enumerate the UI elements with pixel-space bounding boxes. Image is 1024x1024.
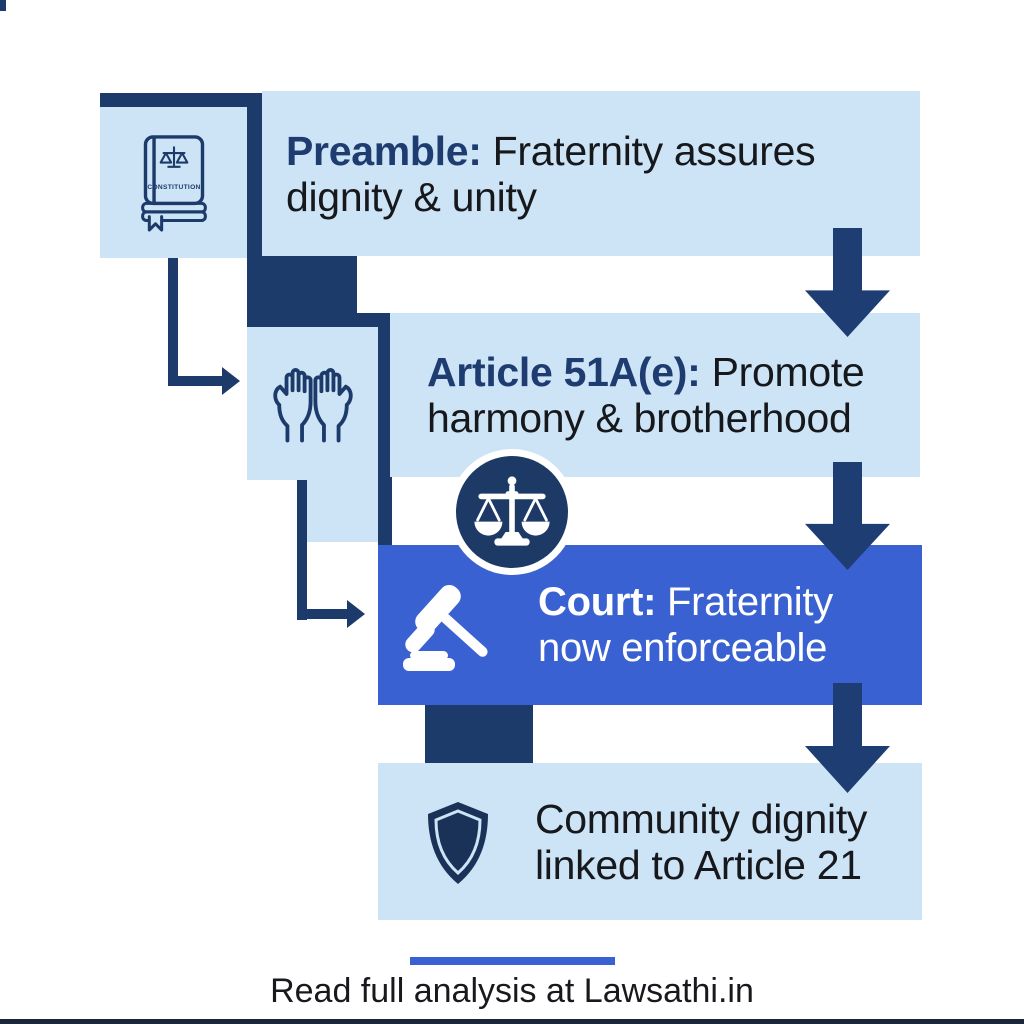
scales-of-justice-icon xyxy=(474,476,550,546)
court-block: Court: Fraternity now enforceable xyxy=(378,545,922,705)
community-title-line2: linked to Article 21 xyxy=(535,841,862,888)
article-title-line2: harmony & brotherhood xyxy=(427,395,852,441)
connector-b-horizontal xyxy=(297,609,347,619)
article-title-line1: Article 51A(e): Promote xyxy=(427,349,920,395)
article-block: Article 51A(e): Promote harmony & brothe… xyxy=(390,313,920,477)
article-divider-bar xyxy=(378,313,392,545)
preamble-block: Preamble: Fraternity assures dignity & u… xyxy=(262,91,920,256)
court-title-line1: Court: Fraternity xyxy=(538,579,833,625)
article-icon-box xyxy=(247,327,378,480)
connector-a-vertical xyxy=(168,258,178,385)
flow-arrow-down-1-icon xyxy=(805,228,890,337)
community-title-line1: Community dignity xyxy=(535,796,867,842)
connector-a-horizontal xyxy=(168,376,222,386)
hands-icon xyxy=(272,367,353,442)
footer-accent-line xyxy=(410,957,615,965)
court-title-line2: now enforceable xyxy=(538,626,828,670)
book-cover-label: CONSTITUTION xyxy=(147,184,200,191)
step-connector-1 xyxy=(247,256,357,315)
scales-badge-circle xyxy=(456,456,568,568)
community-block: Community dignity linked to Article 21 xyxy=(378,763,922,920)
corner-artifact xyxy=(0,0,6,11)
connector-b-arrowhead-icon xyxy=(347,600,365,628)
flow-arrow-down-3-icon xyxy=(805,683,890,793)
flow-arrow-down-2-icon xyxy=(805,462,890,570)
preamble-top-bar xyxy=(100,93,262,107)
shield-icon xyxy=(428,802,488,884)
preamble-rest: Fraternity assures xyxy=(481,127,816,174)
bottom-edge-strip xyxy=(0,1019,1024,1024)
connector-b-vertical xyxy=(297,480,307,620)
footer-note: Read full analysis at Lawsathi.in xyxy=(270,972,754,1010)
step-connector-2 xyxy=(425,705,533,763)
court-rest: Fraternity xyxy=(656,580,833,624)
preamble-title-line2: dignity & unity xyxy=(286,173,537,220)
article-rest: Promote xyxy=(700,349,865,395)
preamble-title-line1: Preamble: Fraternity assures xyxy=(286,128,920,174)
court-lead: Court: xyxy=(538,580,657,624)
connector-a-arrowhead-icon xyxy=(222,367,240,395)
preamble-lead: Preamble: xyxy=(286,127,482,174)
gavel-icon xyxy=(403,584,488,671)
preamble-divider-bar xyxy=(247,93,262,258)
article-top-bar xyxy=(247,313,390,327)
scales-badge xyxy=(449,449,575,575)
article-icon-box-extension xyxy=(307,480,378,542)
community-rest: Community dignity xyxy=(535,795,868,842)
preamble-icon-box: CONSTITUTION xyxy=(100,107,247,258)
constitution-book-icon: CONSTITUTION xyxy=(140,135,207,232)
article-lead: Article 51A(e): xyxy=(427,349,701,395)
